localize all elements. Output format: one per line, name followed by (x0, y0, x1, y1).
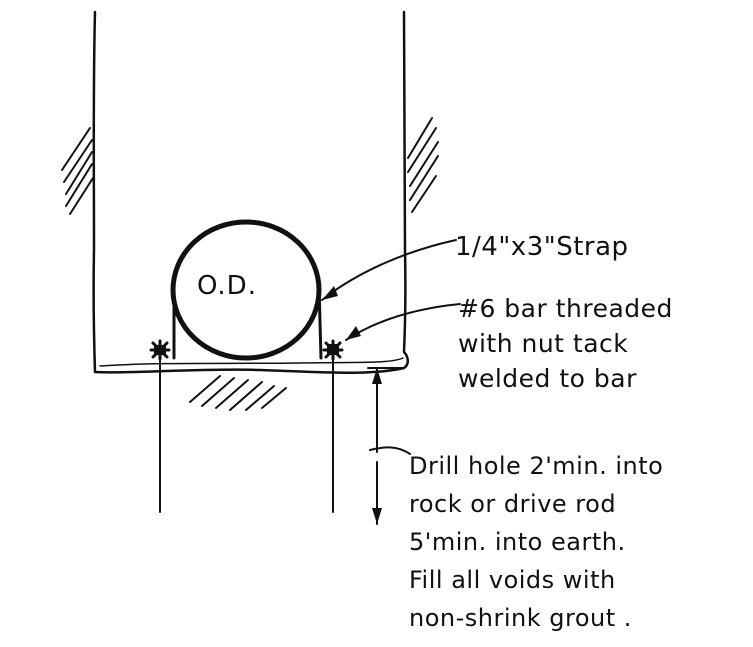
strap-leader-arrow (322, 286, 338, 300)
bar-leader (345, 303, 461, 341)
bar-label-line: with nut tack (458, 329, 629, 358)
soil-hatch-right (407, 117, 439, 213)
bar-leader-arrow (346, 326, 361, 340)
drill-note-line: rock or drive rod (409, 490, 617, 518)
drill-note: Drill hole 2'min. into rock or drive rod… (409, 447, 663, 637)
drill-note-line: non-shrink grout . (409, 604, 632, 632)
trench-right-wall (402, 10, 407, 354)
trench-left-wall (92, 10, 97, 374)
trench-bottom-line-inner (99, 357, 404, 367)
bar-label: #6 bar threaded with nut tack welded to … (458, 291, 673, 396)
depth-dimension (367, 367, 403, 525)
pipe-label: O.D. (197, 271, 257, 301)
bar-label-line: welded to bar (458, 364, 637, 393)
strap-leader (321, 239, 457, 301)
nut-left (149, 339, 171, 361)
trench-bottom-line (93, 350, 409, 375)
drill-note-line: Fill all voids with (409, 566, 616, 594)
bar-label-line: #6 bar threaded (458, 294, 673, 323)
strap-right-leg (317, 284, 323, 360)
drill-note-line: 5'min. into earth. (409, 528, 626, 556)
drill-leader (369, 446, 411, 455)
soil-hatch-left (61, 127, 94, 215)
strap-label: 1/4"x3"Strap (455, 232, 629, 262)
soil-hatch-bottom (189, 375, 287, 411)
drill-note-line: Drill hole 2'min. into (409, 452, 664, 480)
nut-right (322, 339, 344, 361)
